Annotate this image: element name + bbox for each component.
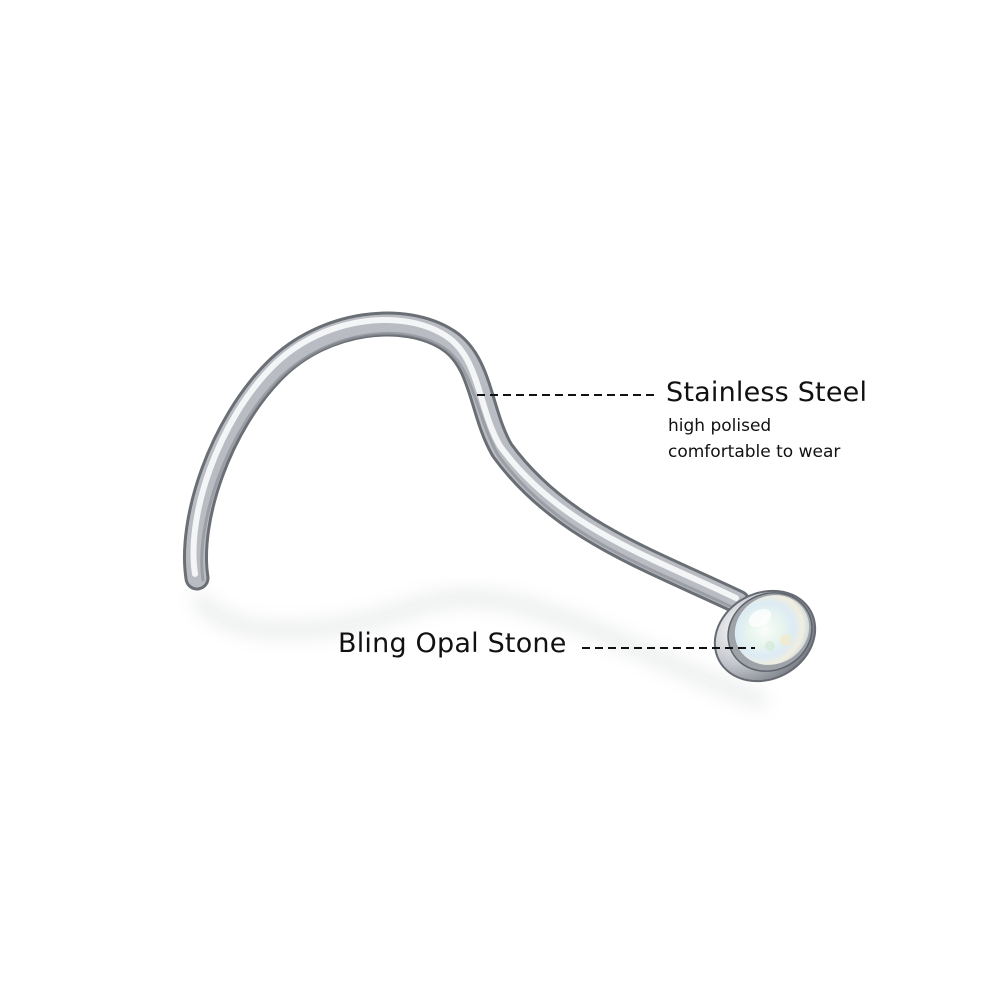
steel-callout-line-1: high polised <box>668 416 772 436</box>
opal-highlight <box>748 608 772 628</box>
steel-callout-title: Stainless Steel <box>666 377 868 408</box>
opal-fire <box>780 634 792 646</box>
steel-callout-line-2: comfortable to wear <box>668 442 841 462</box>
opal-callout-title: Bling Opal Stone <box>338 628 567 659</box>
steel-wire-highlight <box>190 317 739 601</box>
steel-wire-shade <box>200 331 736 610</box>
opal-fire <box>765 641 775 651</box>
shadow <box>193 591 767 707</box>
